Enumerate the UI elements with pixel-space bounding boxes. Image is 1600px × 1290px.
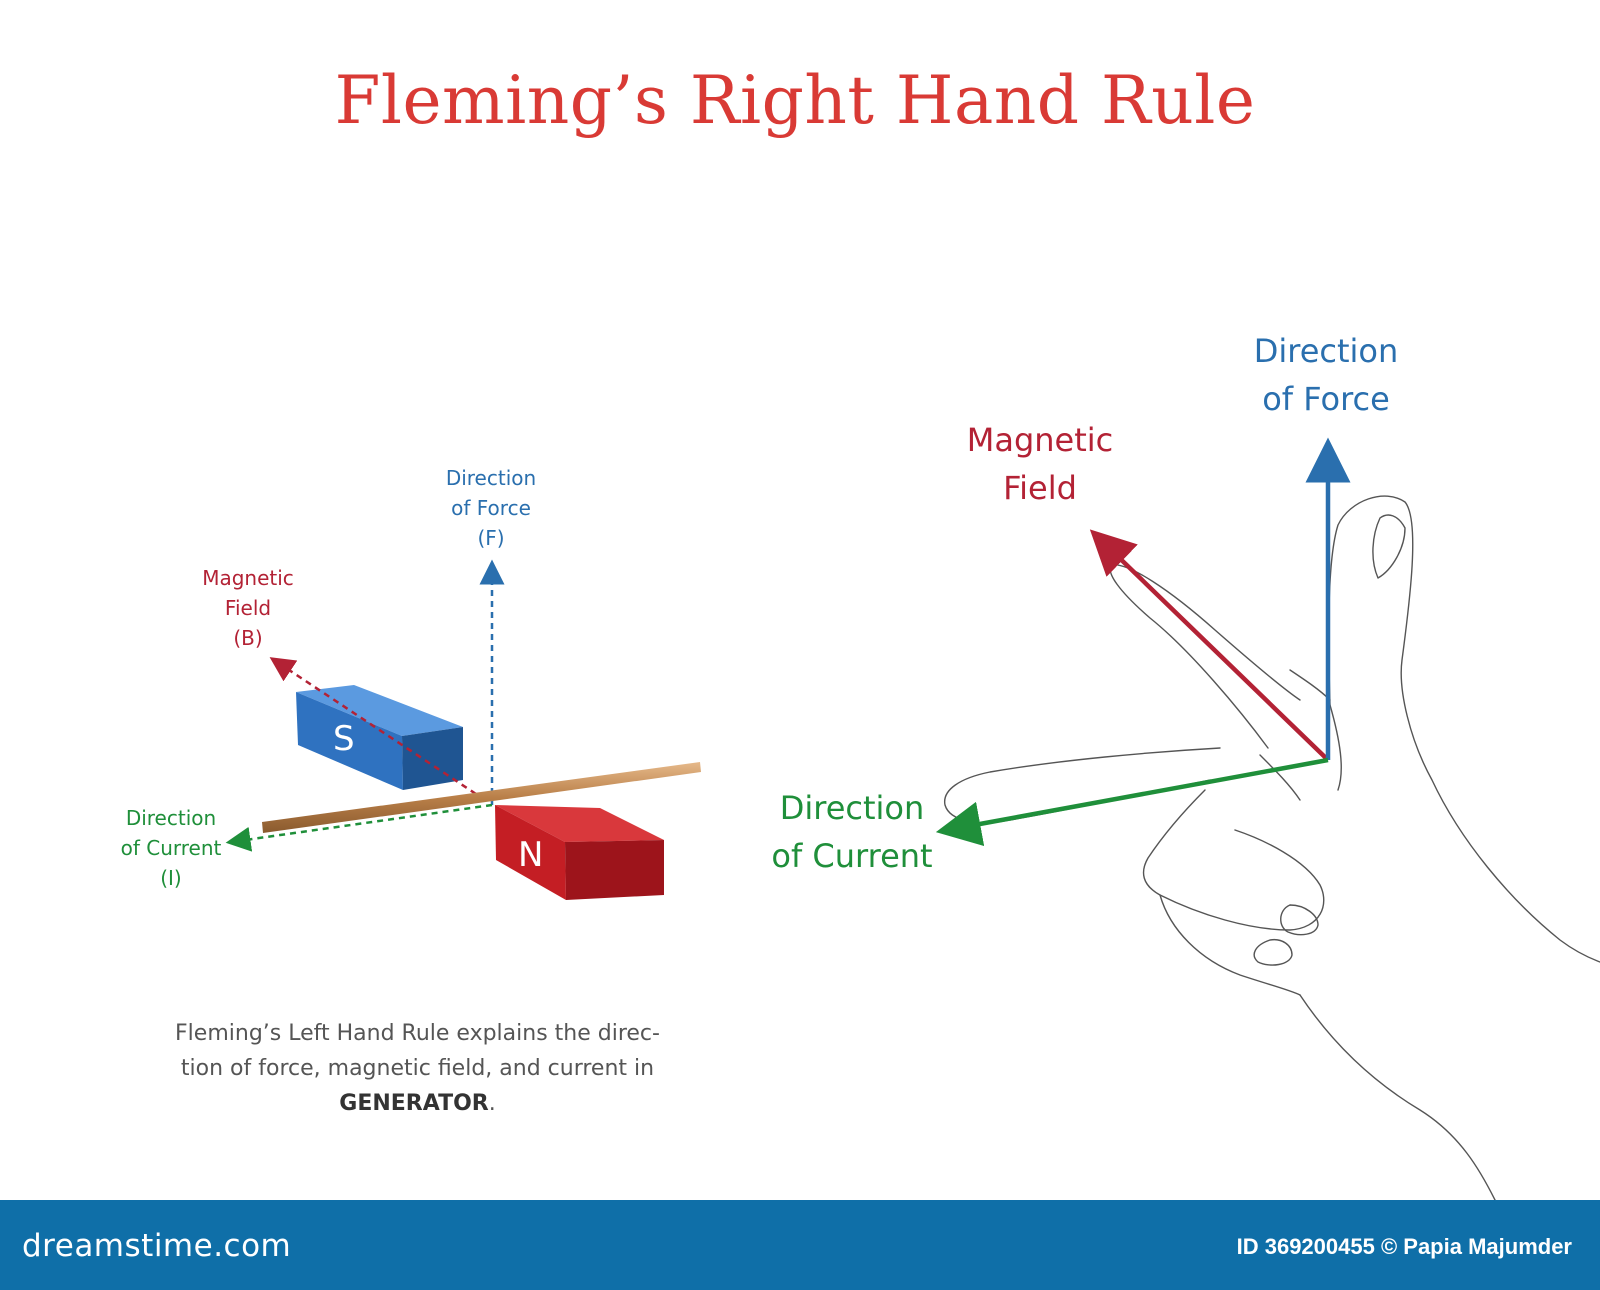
field-arrow-left bbox=[269, 657, 486, 802]
south-magnet: S bbox=[296, 685, 463, 790]
generator-text: GENERATOR bbox=[339, 1091, 489, 1116]
left-force-label: Direction of Force (F) bbox=[445, 466, 537, 550]
current-arrow-hand bbox=[935, 757, 1329, 847]
footer-bar: dreamstime.com ID 369200455 © Papia Maju… bbox=[0, 1200, 1600, 1290]
footer-logo: dreamstime.com bbox=[22, 1228, 292, 1264]
current-arrow-left bbox=[225, 803, 493, 852]
page-title: Fleming’s Right Hand Rule bbox=[334, 62, 1256, 139]
diagram-art: S N bbox=[225, 437, 1600, 1200]
left-field-label: Magnetic Field (B) bbox=[202, 566, 294, 650]
description: Fleming’s Left Hand Rule explains the di… bbox=[175, 1021, 660, 1116]
field-arrow-hand bbox=[1089, 529, 1330, 762]
hand-current-label: Direction of Current bbox=[771, 789, 933, 875]
conductor-rod bbox=[262, 762, 701, 833]
north-magnet: N bbox=[495, 805, 664, 900]
left-current-label: Direction of Current (I) bbox=[120, 806, 222, 890]
hand-field-label: Magnetic Field bbox=[966, 421, 1114, 507]
hand-outline bbox=[944, 495, 1600, 1200]
magnet-s-label: S bbox=[333, 719, 355, 759]
hand-force-label: Direction of Force bbox=[1253, 332, 1399, 418]
footer-credit: ID 369200455 © Papia Majumder bbox=[1236, 1234, 1572, 1259]
magnet-n-label: N bbox=[518, 835, 543, 875]
